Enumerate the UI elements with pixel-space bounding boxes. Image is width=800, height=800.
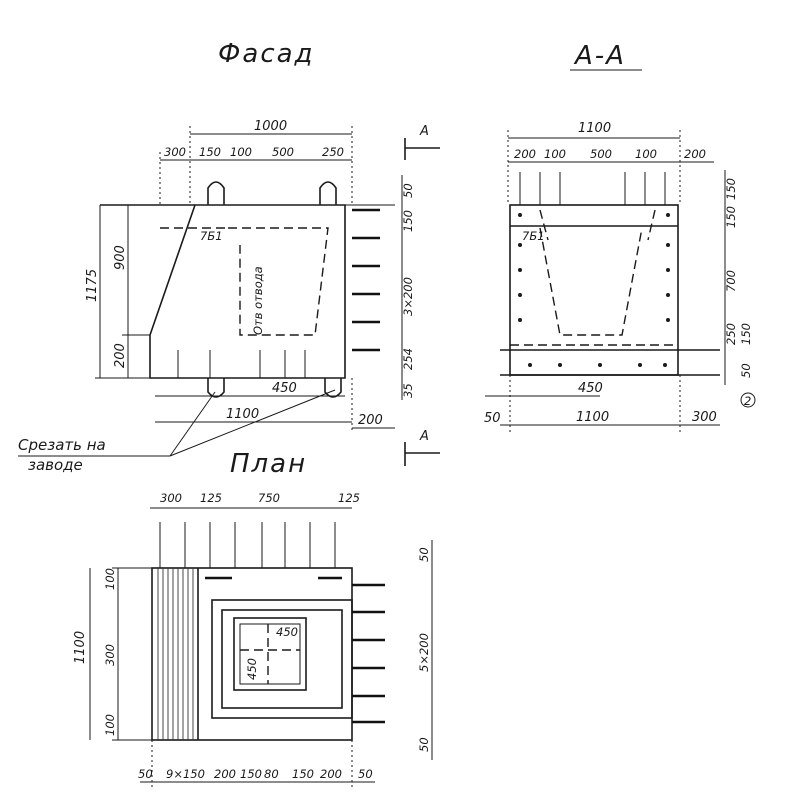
aa-hidden-line	[539, 209, 549, 241]
aa-top-part: 200	[684, 147, 706, 161]
facade-top-part: 300	[164, 145, 186, 159]
cut-note-line1: Срезать на	[18, 436, 106, 454]
aa-bottom-450: 450	[578, 381, 603, 396]
plan-bottom-part: 80	[264, 767, 279, 781]
facade-bottom-loop	[207, 378, 225, 398]
section-mark-label: А	[419, 124, 429, 139]
note-leader	[169, 389, 336, 457]
facade-slope-label: 7Б1	[200, 229, 223, 243]
plan-bottom-part: 50	[358, 767, 373, 781]
plan-inner-frame	[221, 609, 343, 709]
plan-top-part: 300	[160, 491, 182, 505]
aa-top-part: 500	[590, 147, 612, 161]
plan-left-total: 1100	[73, 631, 88, 664]
facade-left-200: 200	[113, 343, 128, 368]
plan-title: План	[230, 449, 307, 479]
plan-bottom-part: 200	[320, 767, 342, 781]
plan-right-dim: 50	[417, 547, 431, 562]
plan-view: 300 125 750 125	[73, 491, 433, 790]
aa-top-total: 1100	[578, 121, 611, 136]
facade-block-outline	[149, 204, 346, 379]
facade-right-dim: 50	[401, 183, 415, 198]
facade-top-part: 250	[322, 145, 344, 159]
plan-left-100b: 100	[103, 714, 117, 736]
facade-left-900: 900	[113, 245, 128, 270]
facade-right-dim: 35	[401, 383, 415, 398]
plan-bottom-part: 150	[292, 767, 314, 781]
section-aa-view: 1100 200 100 500 100 200 7Б1	[484, 121, 756, 432]
facade-inner-label: Отв отвода	[251, 266, 265, 335]
aa-bottom-1100: 1100	[576, 410, 609, 425]
aa-right-dim: 50	[739, 363, 753, 378]
facade-lifting-loop	[319, 181, 337, 205]
facade-bottom-450: 450	[272, 381, 297, 396]
section-title: А-А	[573, 41, 626, 71]
section-marker-top: А	[404, 124, 440, 160]
aa-slope-label: 7Б1	[522, 229, 545, 243]
section-marker-bottom: А	[404, 429, 440, 466]
facade-bottom-200: 200	[358, 413, 383, 428]
plan-top-part: 750	[258, 491, 280, 505]
aa-hidden-line	[647, 209, 656, 241]
plan-inner-450b: 450	[245, 658, 259, 680]
plan-opening-inner	[239, 623, 301, 685]
aa-bottom-300: 300	[692, 410, 717, 425]
aa-right-dim: 150	[724, 178, 738, 200]
aa-right-dim: 250	[724, 323, 738, 345]
facade-top-part: 500	[272, 145, 294, 159]
facade-lifting-loop	[207, 181, 225, 205]
aa-inner-opening	[539, 227, 643, 336]
plan-top-part: 125	[338, 491, 360, 505]
facade-view: 1000 300 150 100 500 250 7Б1 Отв отвода	[85, 119, 415, 457]
note-leader	[169, 391, 216, 457]
aa-right-dim: 150	[724, 206, 738, 228]
plan-bottom-part: 50	[138, 767, 153, 781]
plan-inner-frame	[211, 599, 353, 719]
section-mark-label: А	[419, 429, 429, 444]
facade-bottom-loop	[324, 378, 342, 398]
facade-right-dim: 254	[401, 348, 415, 370]
facade-top-part: 150	[199, 145, 221, 159]
facade-right-dim: 3×200	[401, 277, 415, 316]
aa-bottom-50: 50	[484, 411, 501, 426]
plan-right-dim: 5×200	[417, 633, 431, 672]
plan-right-dim: 50	[417, 737, 431, 752]
aa-right-dim: 700	[724, 270, 738, 292]
aa-top-part: 100	[544, 147, 566, 161]
facade-bottom-1100: 1100	[226, 407, 259, 422]
aa-top-part: 200	[514, 147, 536, 161]
plan-top-part: 125	[200, 491, 222, 505]
facade-right-dim: 150	[401, 210, 415, 232]
plan-hatched-strip	[157, 568, 199, 740]
aa-top-part: 100	[635, 147, 657, 161]
plan-bottom-part: 9×150	[166, 767, 205, 781]
cut-note-line2: заводе	[28, 456, 83, 474]
facade-title: Фасад	[218, 39, 315, 69]
plan-opening	[233, 617, 307, 691]
plan-inner-450a: 450	[276, 625, 298, 639]
facade-top-part: 100	[230, 145, 252, 159]
facade-top-total: 1000	[254, 119, 287, 134]
aa-rebar-dots	[518, 213, 670, 367]
plan-left-300: 300	[103, 644, 117, 666]
plan-left-100a: 100	[103, 568, 117, 590]
facade-inner-opening	[228, 227, 329, 336]
aa-right-dim: 150	[739, 323, 753, 345]
facade-left-total: 1175	[85, 269, 100, 302]
aa-circle-mark-label: 2	[744, 394, 751, 408]
aa-circle-mark	[740, 392, 756, 408]
plan-block-outline	[151, 567, 353, 741]
plan-bottom-part: 150	[240, 767, 262, 781]
plan-bottom-part: 200	[214, 767, 236, 781]
